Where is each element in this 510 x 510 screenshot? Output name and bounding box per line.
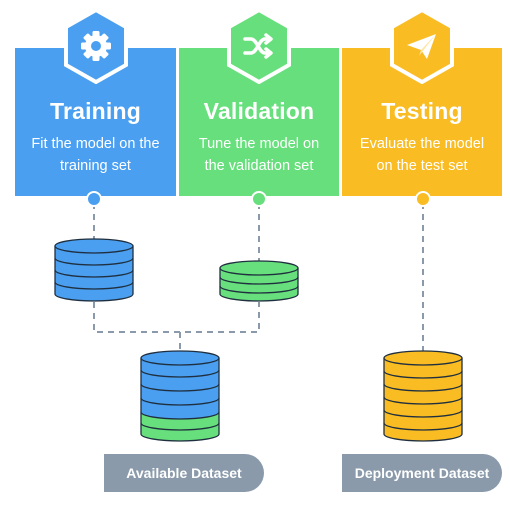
testing-description: Evaluate the model on the test set [359,136,485,174]
available-database-icon [140,350,220,442]
testing-connector-dot [415,191,431,207]
validation-database-icon [219,260,299,302]
connector-lines [93,203,424,352]
training-description: Fit the model on the training set [31,136,160,174]
validation-connector-dot [251,191,267,207]
training-database-icon [54,238,134,302]
shuffle-icon [226,8,292,84]
testing-title: Testing [381,98,463,124]
validation-description: Tune the model on the validation set [198,136,320,174]
training-title: Training [49,98,142,124]
testing-panel: Testing Evaluate the model on the test s… [342,48,502,196]
validation-panel: Validation Tune the model on the validat… [179,48,339,196]
gear-icon [63,8,129,84]
paper-plane-icon [389,8,455,84]
validation-title: Validation [203,98,315,124]
training-connector-dot [86,191,102,207]
deployment-dataset-label: Deployment Dataset [342,454,502,492]
deployment-database-icon [383,350,463,442]
available-dataset-label: Available Dataset [104,454,264,492]
